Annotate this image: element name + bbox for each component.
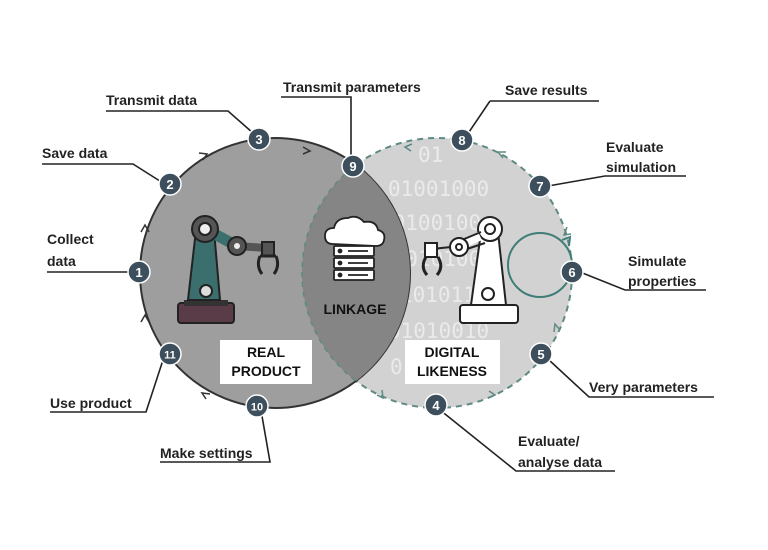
step-label-3: Transmit data [106,92,197,108]
cycle-arrows [140,143,572,400]
arrow-icon [198,152,209,161]
step-number: 1 [135,265,142,280]
step-badge-1: 1 [127,260,151,284]
step-label-4b: analyse data [518,454,602,470]
step-label-6b: properties [628,273,697,289]
step-label-5: Very parameters [589,379,698,395]
arrow-icon [200,392,211,400]
step-badge-10: 10 [245,394,269,418]
arrow-icon [140,313,150,323]
arrow-icon [403,143,413,152]
step-badge-7: 7 [528,174,552,198]
step-label-1a: Collect [47,231,94,247]
callout-lines [42,96,714,472]
step-badge-8: 8 [450,128,474,152]
arrow-icon [553,322,561,333]
step-number: 10 [251,402,263,414]
arrow-icon [487,390,497,399]
step-label-6a: Simulate [628,253,687,269]
real-product-label-line1: REAL [247,344,286,360]
digital-likeness-label-line1: DIGITAL [425,344,480,360]
step-label-2: Save data [42,145,108,161]
real-product-label-line2: PRODUCT [231,363,301,379]
step-label-8: Save results [505,82,588,98]
server-cloud-icon [324,215,386,281]
arrow-icon [140,223,150,233]
step-label-1b: data [47,253,76,269]
step-label-9: Transmit parameters [283,79,421,95]
step-label-11: Use product [50,395,132,411]
step-number: 7 [536,179,543,194]
arrow-icon [302,146,312,155]
digital-likeness-box: DIGITAL LIKENESS [405,340,500,384]
linkage-label: LINKAGE [324,301,387,317]
step-badge-9: 9 [341,154,365,178]
arrow-icon [562,226,572,236]
step-number: 8 [458,133,465,148]
step-number: 6 [568,265,575,280]
step-number: 3 [255,132,262,147]
digital-likeness-label-line2: LIKENESS [417,363,487,379]
linkage-overlap [302,138,410,408]
step-badge-6: 6 [560,260,584,284]
step-number: 5 [537,347,544,362]
step-number: 4 [432,398,440,413]
real-product-box: REAL PRODUCT [220,340,312,384]
step-badge-2: 2 [158,172,182,196]
step-number: 11 [164,350,176,362]
step-number: 9 [349,159,356,174]
step-number: 2 [166,177,173,192]
real-robot-arm-icon [177,215,280,324]
step-label-7b: simulation [606,159,676,175]
binary-line: 01 [418,143,443,167]
digital-robot-arm-icon [421,216,519,324]
arrow-icon [376,389,384,400]
binary-line: 01001000 [388,177,489,201]
step-badge-4: 4 [424,393,448,417]
step-badge-3: 3 [247,127,271,151]
step-label-7a: Evaluate [606,139,664,155]
step-label-10: Make settings [160,445,253,461]
arrow-icon [496,151,506,159]
step-badge-5: 5 [529,342,553,366]
step-label-4a: Evaluate/ [518,433,580,449]
step-badge-11: 11 [158,342,182,366]
step-labels: Collect data Save data Transmit data Eva… [42,79,698,470]
